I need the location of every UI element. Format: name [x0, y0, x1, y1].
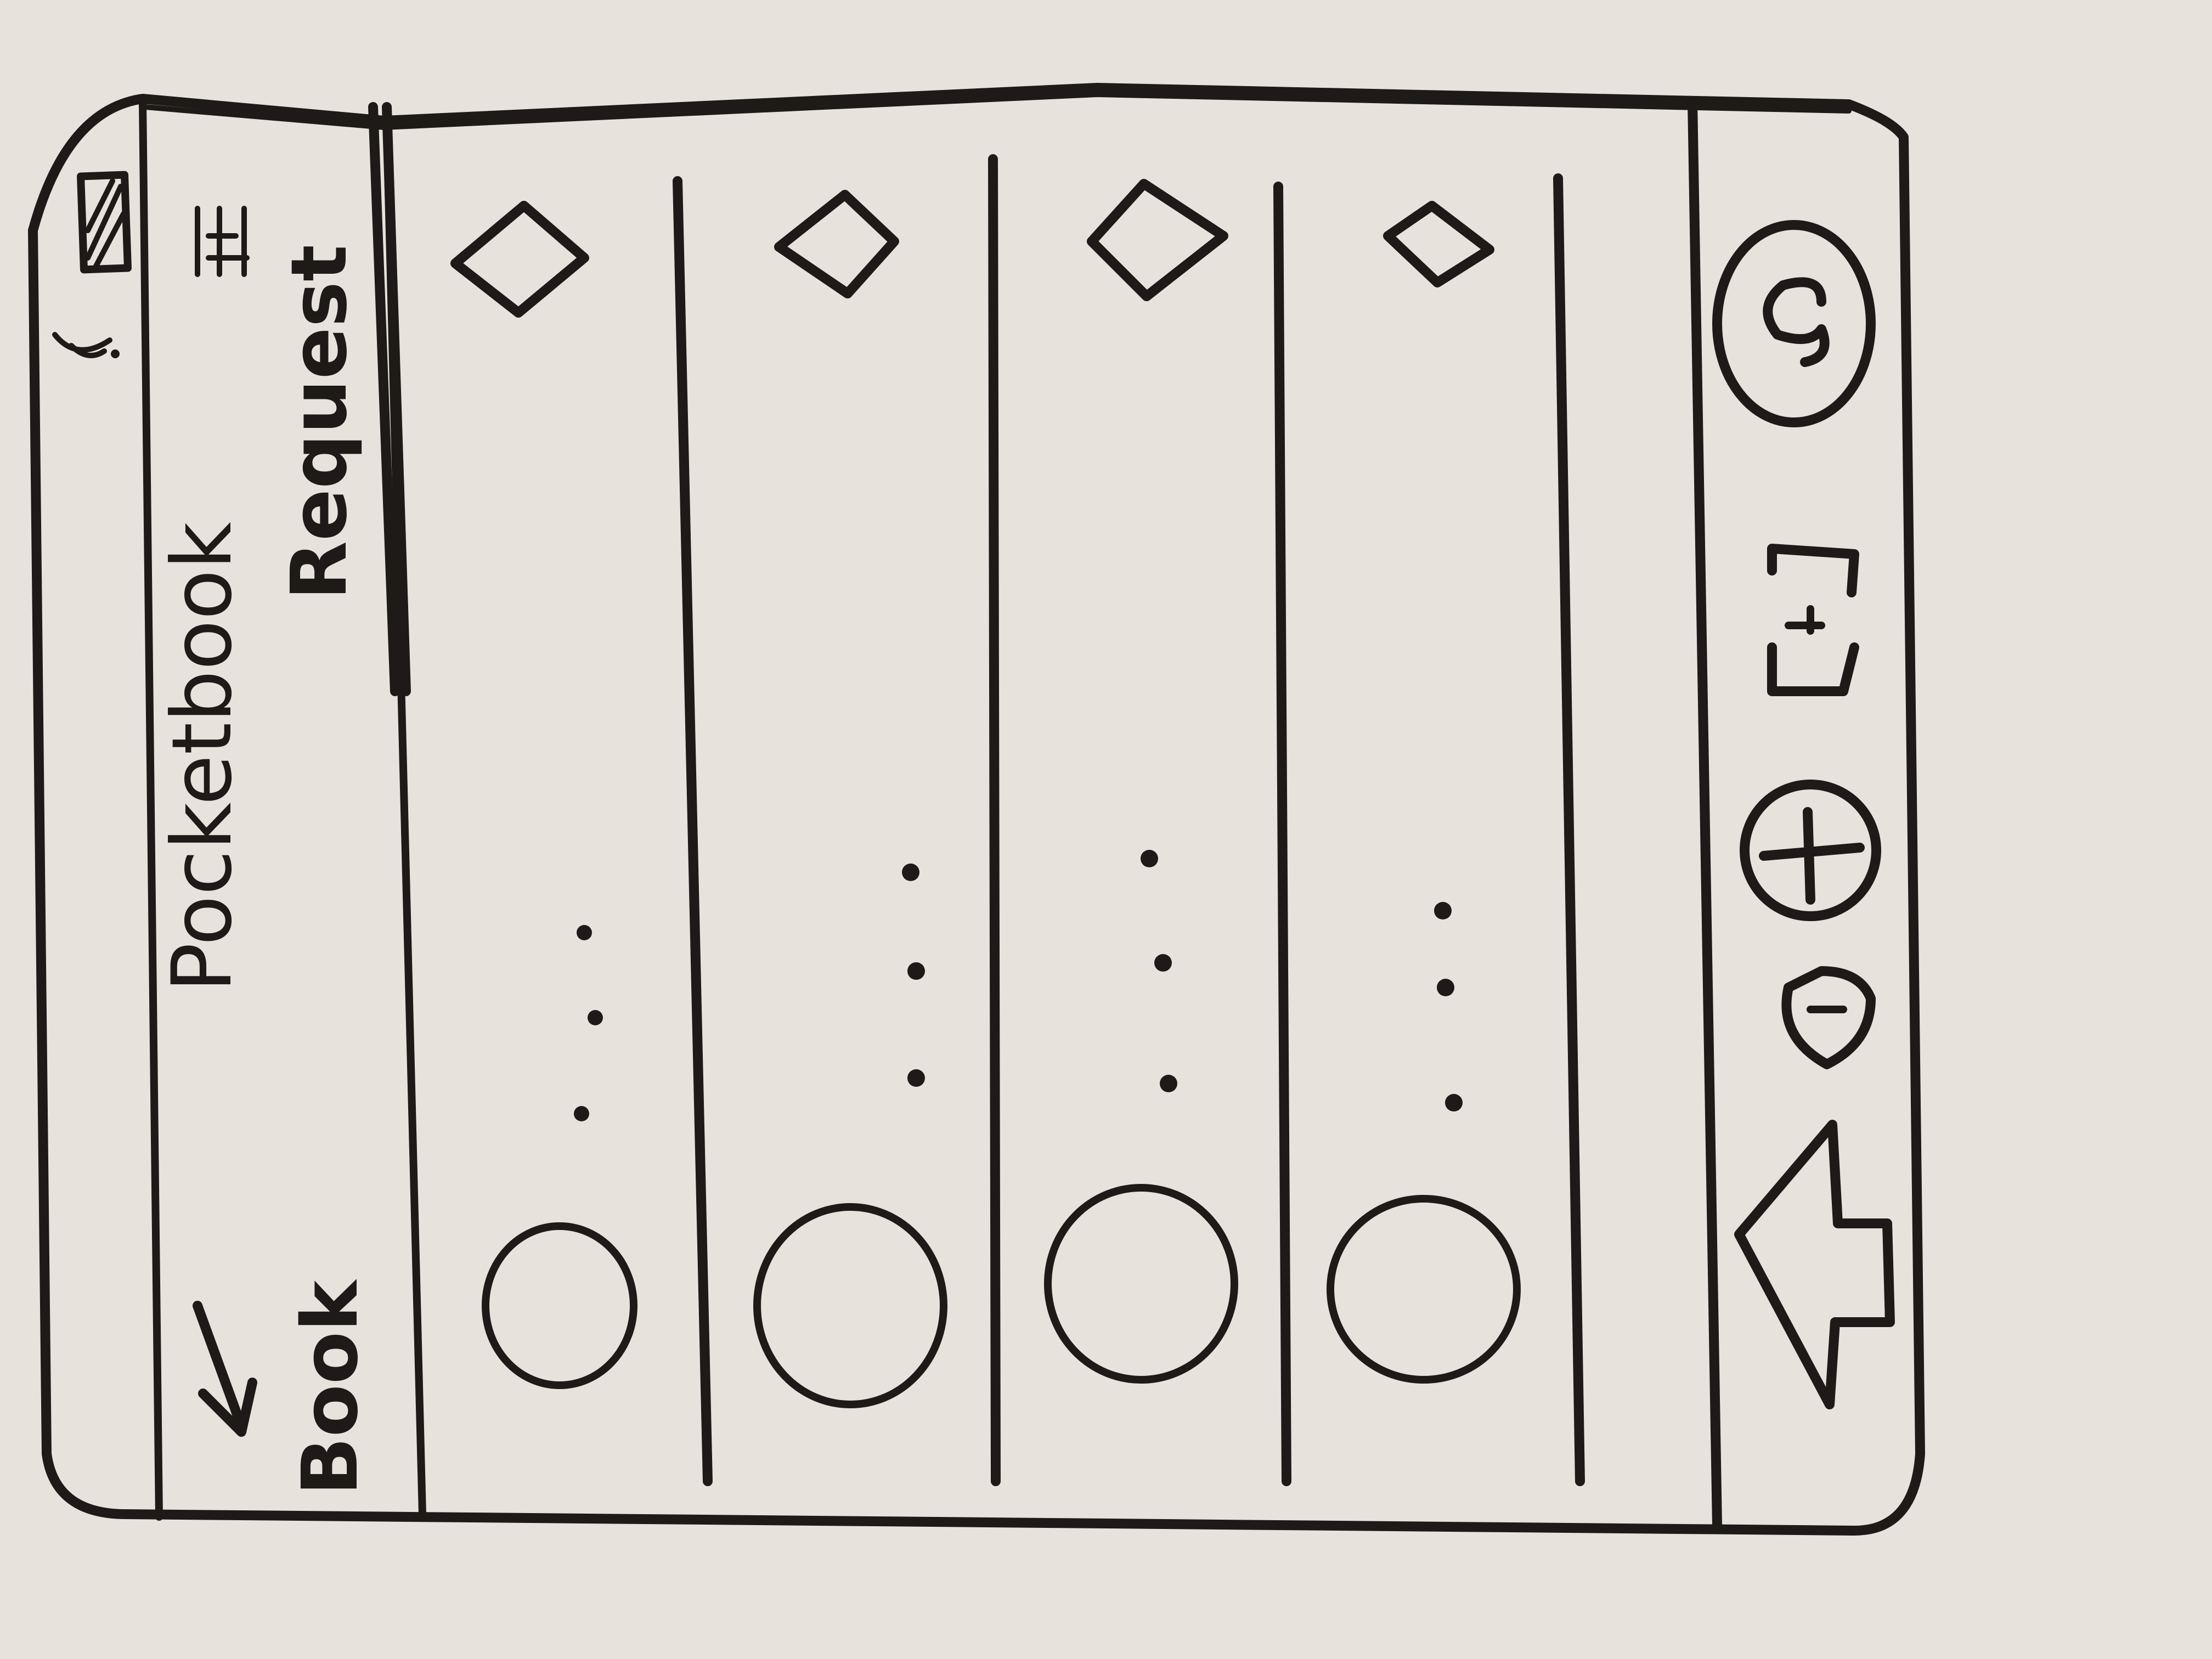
list-item[interactable] [753, 190, 947, 1408]
add-icon [1740, 780, 1881, 921]
status-bar-divider [139, 98, 163, 1521]
phone-frame [28, 83, 1925, 1536]
circle-avatar-icon [1327, 1195, 1521, 1384]
diamond-icon[interactable] [1383, 201, 1494, 287]
tab-book[interactable]: Book [286, 1279, 375, 1496]
circle-avatar-icon [1044, 1184, 1238, 1384]
diamond-icon[interactable] [450, 201, 589, 318]
wallet-icon [1767, 544, 1859, 696]
profile-icon [1712, 220, 1876, 427]
arrow-back-icon [193, 1301, 257, 1437]
battery-icon [77, 171, 132, 274]
tab-indicator[interactable] [368, 102, 411, 696]
bottom-nav-location[interactable] [1781, 966, 1876, 1069]
row-divider [988, 154, 1001, 1486]
filter-button[interactable] [187, 192, 274, 313]
home-icon [1734, 1120, 1895, 1409]
bottom-nav-wallet[interactable] [1767, 544, 1859, 696]
diamond-icon[interactable] [1087, 179, 1228, 301]
row-divider [1273, 182, 1291, 1486]
page-title: Pocketbook [155, 522, 250, 992]
wifi-icon [52, 332, 120, 358]
back-button[interactable] [176, 1300, 274, 1454]
bottom-nav-add[interactable] [1740, 780, 1881, 921]
more-vertical-icon[interactable] [574, 925, 603, 1121]
diamond-icon[interactable] [774, 190, 899, 298]
filter-icon [195, 206, 250, 277]
list-item[interactable] [450, 201, 637, 1389]
tab-request[interactable]: Request [275, 245, 364, 600]
more-vertical-icon[interactable] [1434, 902, 1463, 1111]
row-divider [673, 176, 713, 1486]
phone-frame-inner [143, 92, 1852, 130]
location-icon [1781, 966, 1876, 1069]
more-vertical-icon[interactable] [902, 864, 925, 1087]
row-divider [1553, 173, 1585, 1486]
circle-avatar-icon [482, 1222, 637, 1389]
bottom-nav-home[interactable] [1734, 1120, 1895, 1409]
bottom-nav-profile[interactable] [1712, 220, 1876, 427]
bottom-nav-divider [1688, 97, 1722, 1530]
more-vertical-icon[interactable] [1141, 850, 1177, 1092]
list-item[interactable] [1327, 201, 1521, 1384]
list-item[interactable] [1044, 179, 1238, 1384]
circle-avatar-icon [753, 1203, 947, 1408]
